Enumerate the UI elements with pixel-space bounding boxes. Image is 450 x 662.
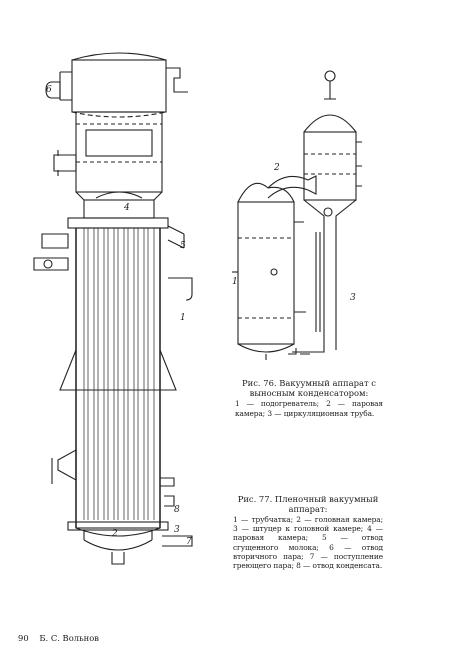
film-evaporator-illustration: 6 4 5 1 8 2 3 7 (33, 52, 193, 565)
fig77-label-1: 1 (180, 313, 186, 323)
fig77-label-3: 3 (174, 525, 180, 535)
figure-77-drawing: 6 4 5 1 8 2 3 7 (24, 50, 214, 570)
figure-76-caption: Рис. 76. Вакуумный аппарат с выносным ко… (235, 378, 383, 418)
page-number: 90 (18, 633, 29, 643)
fig76-label-2: 2 (273, 163, 280, 173)
fig77-label-8: 8 (174, 505, 180, 515)
fig76-label-3: 3 (350, 293, 356, 303)
fig77-label-7: 7 (186, 537, 192, 547)
figure-77-caption: Рис. 77. Пленочный вакуумный аппарат: 1 … (233, 494, 383, 570)
page-footer: 90 Б. С. Вольнов (18, 633, 107, 643)
fig76-label-1: 1 (232, 277, 238, 287)
figure-76-caption-body: 1 — подогреватель; 2 — паровая камера; 3… (235, 399, 383, 418)
fig77-label-2: 2 (111, 529, 118, 539)
figure-76-drawing: 2 1 3 (228, 62, 368, 362)
figure-76-caption-title: Рис. 76. Вакуумный аппарат с выносным ко… (242, 378, 376, 398)
fig77-label-6: 6 (46, 85, 52, 95)
fig77-label-4: 4 (123, 203, 130, 213)
figure-77-caption-body: 1 — трубчатка; 2 — головная камера; 3 — … (233, 515, 383, 571)
external-condenser-illustration: 2 1 3 (232, 70, 362, 360)
running-head: Б. С. Вольнов (39, 633, 99, 643)
fig77-label-5: 5 (180, 241, 186, 251)
figure-77-caption-title: Рис. 77. Пленочный вакуумный аппарат: (237, 494, 379, 514)
